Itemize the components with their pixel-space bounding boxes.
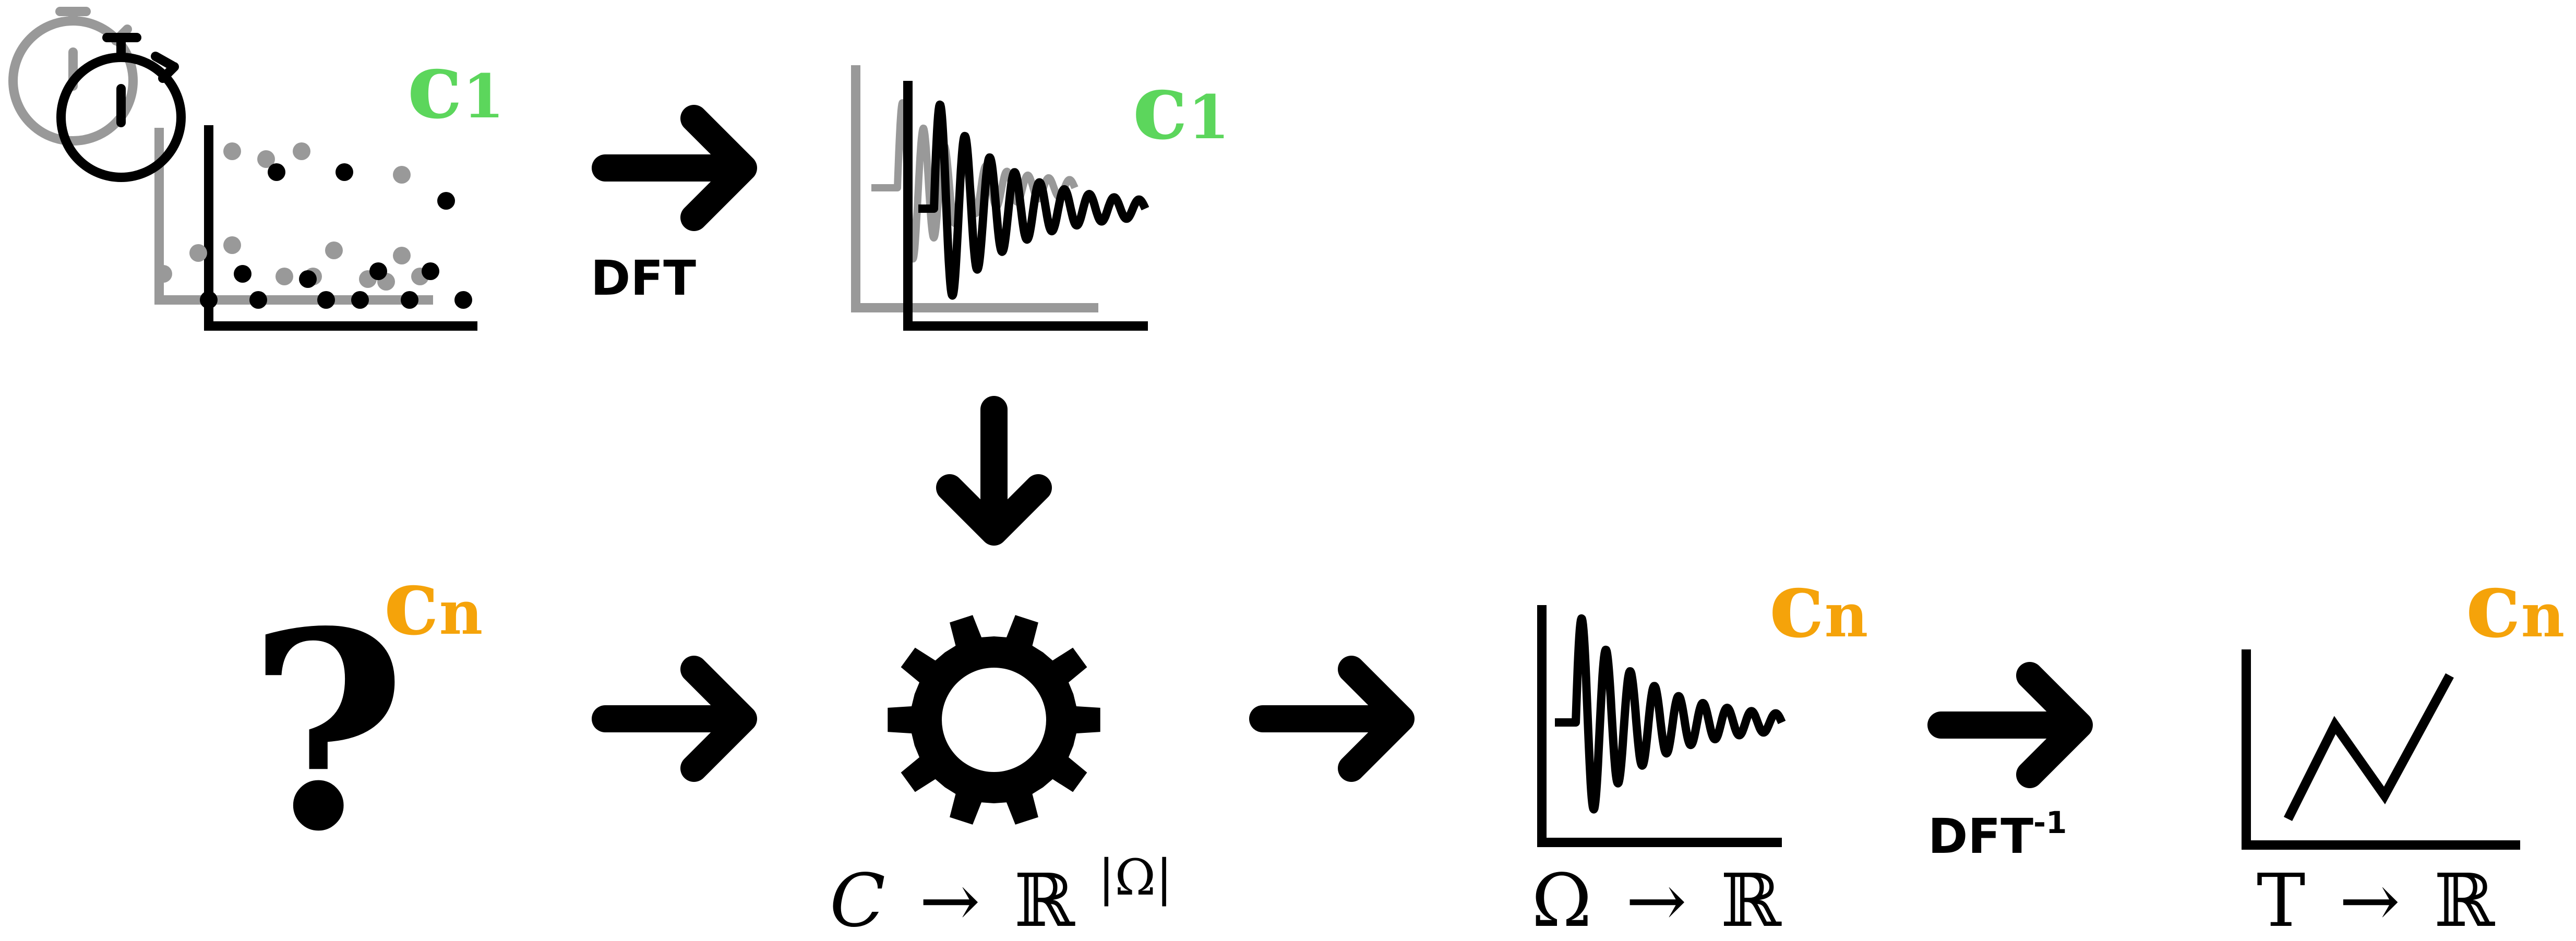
- faded-data-points: [154, 142, 429, 291]
- dft-label: DFT: [591, 250, 696, 306]
- arrow-to-model: [605, 669, 744, 768]
- unknown-panel: ? cn: [248, 549, 483, 891]
- axes: [1537, 605, 1782, 847]
- spectrum-c1-panel: c1: [851, 53, 1230, 331]
- context-label-cn: cn: [1769, 551, 1868, 658]
- data-points: [200, 163, 472, 309]
- model-panel: C → ℝ |Ω|: [830, 615, 1172, 941]
- spectrum-wave: [1555, 614, 1786, 814]
- axes: [2242, 649, 2520, 850]
- context-label-c1: c1: [407, 32, 505, 139]
- context-label-cn: cn: [2465, 551, 2565, 658]
- signal-cn-panel: cn T → ℝ: [2242, 551, 2565, 941]
- stopwatch-icon: [8, 7, 138, 146]
- arrow-down: [936, 396, 1052, 546]
- spectrum-mapping-label: Ω → ℝ: [1531, 859, 1782, 941]
- arrow-to-spectrum: [1263, 669, 1401, 768]
- context-label-c1: c1: [1132, 53, 1230, 160]
- question-mark-icon: ?: [248, 572, 407, 891]
- arrow-dft: [605, 118, 744, 218]
- faded-axes: [154, 128, 433, 305]
- idft-label: DFT-1: [1928, 805, 2067, 864]
- arrow-idft: [1941, 675, 2079, 775]
- timeseries-panel: c1: [8, 7, 505, 331]
- signal-mapping-label: T → ℝ: [2257, 859, 2496, 941]
- spectrum-wave: [918, 100, 1149, 300]
- stopwatch-icon: [56, 33, 186, 182]
- axes: [204, 125, 477, 331]
- spectrum-cn-panel: cn Ω → ℝ: [1531, 551, 1868, 941]
- model-mapping-label: C → ℝ |Ω|: [830, 849, 1172, 941]
- axes: [903, 81, 1148, 331]
- context-label-cn: cn: [384, 549, 483, 656]
- signal-line: [2283, 673, 2454, 822]
- faded-axes: [851, 65, 1098, 312]
- gear-icon: [888, 615, 1100, 825]
